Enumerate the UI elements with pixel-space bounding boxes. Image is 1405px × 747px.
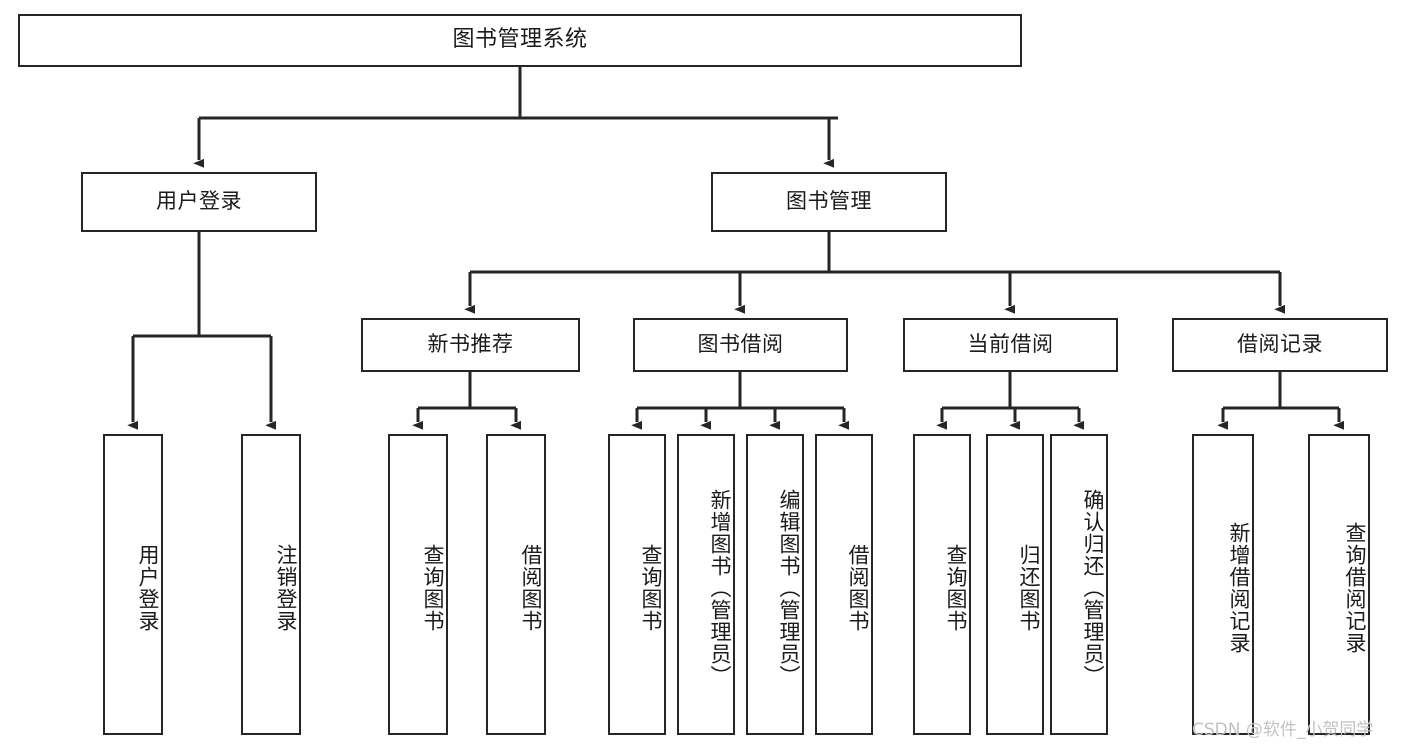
node-leaf-logout-label: 注销登录 — [274, 543, 298, 632]
node-book-borrow[interactable]: 图书借阅 — [633, 318, 848, 372]
node-leaf-add-book-admin-label: 新增图书（管理员） — [708, 488, 732, 687]
node-leaf-borrow-book-1-label: 借阅图书 — [519, 543, 543, 632]
node-leaf-query-book-2-label: 查询图书 — [639, 543, 663, 632]
node-leaf-query-borrow-record-label: 查询借阅记录 — [1343, 521, 1367, 654]
node-leaf-add-borrow-record-label: 新增借阅记录 — [1227, 521, 1251, 654]
node-leaf-edit-book-admin[interactable]: 编辑图书（管理员） — [746, 434, 804, 735]
node-new-book-recommend-label: 新书推荐 — [427, 332, 514, 357]
node-leaf-logout[interactable]: 注销登录 — [241, 434, 301, 735]
node-leaf-add-borrow-record[interactable]: 新增借阅记录 — [1192, 434, 1254, 735]
node-leaf-borrow-book-1[interactable]: 借阅图书 — [486, 434, 546, 735]
node-leaf-add-book-admin[interactable]: 新增图书（管理员） — [677, 434, 735, 735]
node-leaf-query-book-2[interactable]: 查询图书 — [608, 434, 666, 735]
node-leaf-query-book-3[interactable]: 查询图书 — [913, 434, 971, 735]
node-leaf-confirm-return-admin[interactable]: 确认归还（管理员） — [1050, 434, 1108, 735]
node-leaf-edit-book-admin-label: 编辑图书（管理员） — [777, 488, 801, 687]
node-user-login[interactable]: 用户登录 — [81, 172, 317, 232]
node-root[interactable]: 图书管理系统 — [18, 14, 1022, 67]
node-leaf-return-book[interactable]: 归还图书 — [986, 434, 1044, 735]
node-borrow-record[interactable]: 借阅记录 — [1172, 318, 1388, 372]
node-book-manage-label: 图书管理 — [786, 189, 872, 214]
node-leaf-user-login-label: 用户登录 — [136, 543, 160, 632]
node-borrow-record-label: 借阅记录 — [1237, 332, 1323, 357]
watermark-text: CSDN @软件_小贺同学 — [1192, 720, 1374, 740]
node-root-label: 图书管理系统 — [452, 27, 588, 53]
node-leaf-query-book-1-label: 查询图书 — [421, 543, 445, 632]
node-current-borrow-label: 当前借阅 — [967, 332, 1054, 357]
node-leaf-borrow-book-2-label: 借阅图书 — [846, 543, 870, 632]
node-leaf-borrow-book-2[interactable]: 借阅图书 — [815, 434, 873, 735]
node-book-manage[interactable]: 图书管理 — [711, 172, 947, 232]
node-leaf-confirm-return-admin-label: 确认归还（管理员） — [1081, 488, 1105, 687]
node-current-borrow[interactable]: 当前借阅 — [903, 318, 1118, 372]
node-leaf-user-login[interactable]: 用户登录 — [103, 434, 163, 735]
node-book-borrow-label: 图书借阅 — [697, 332, 784, 357]
node-leaf-query-book-1[interactable]: 查询图书 — [388, 434, 448, 735]
node-leaf-return-book-label: 归还图书 — [1017, 543, 1041, 632]
node-leaf-query-borrow-record[interactable]: 查询借阅记录 — [1308, 434, 1370, 735]
node-new-book-recommend[interactable]: 新书推荐 — [361, 318, 580, 372]
node-user-login-label: 用户登录 — [156, 189, 242, 214]
node-leaf-query-book-3-label: 查询图书 — [944, 543, 968, 632]
